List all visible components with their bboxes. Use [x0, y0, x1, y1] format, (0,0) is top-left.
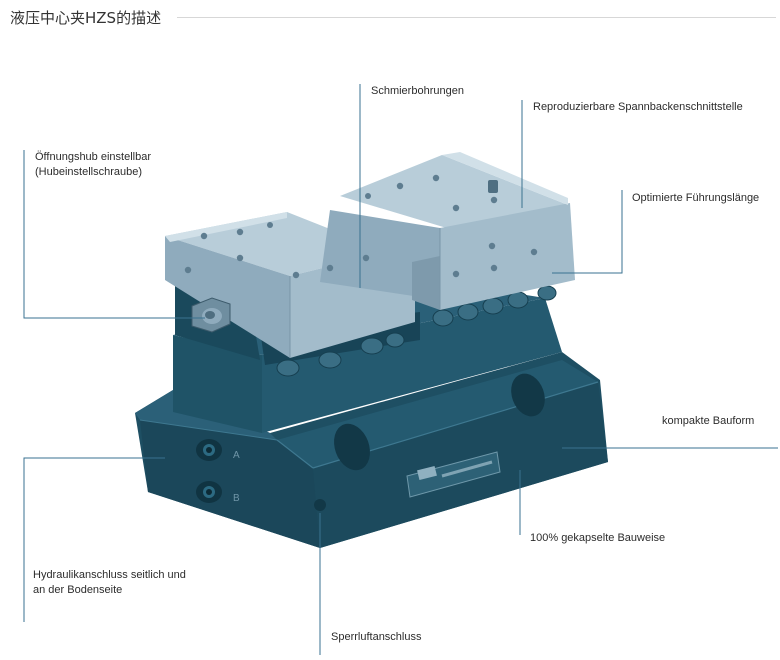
title-divider: [177, 17, 776, 18]
callout-hydraulikanschluss-line1: Hydraulikanschluss seitlich und: [33, 569, 186, 581]
callout-schmierbohrungen: Schmierbohrungen: [371, 84, 464, 99]
callout-gekapselte-bauweise: 100% gekapselte Bauweise: [530, 531, 665, 546]
port-label-a: A: [233, 450, 240, 461]
base-pocket-left: [334, 423, 370, 471]
port-label-b: B: [233, 493, 240, 504]
jaw-pin: [488, 180, 498, 193]
jaw-bolt-holes: [184, 174, 538, 279]
right-jaw: [320, 152, 575, 310]
callout-spannbacken-schnittstelle: Reproduzierbare Spannbackenschnittstelle: [533, 100, 743, 115]
nameplate: [406, 451, 501, 498]
sealing-air-port: [314, 499, 326, 511]
callout-schmierbohrungen-label: Schmierbohrungen: [371, 85, 464, 97]
callout-kompakte-bauform-label: kompakte Bauform: [662, 415, 755, 427]
base-pocket-right: [511, 373, 545, 417]
callout-sperrluftanschluss-label: Sperrluftanschluss: [331, 631, 422, 643]
callout-oeffnungshub-line1: Öffnungshub einstellbar: [35, 151, 151, 163]
callout-fuehrungslaenge-label: Optimierte Führungslänge: [632, 192, 760, 204]
leader-oeffnung: [23, 150, 205, 319]
callout-spannbacken-label: Reproduzierbare Spannbackenschnittstelle: [533, 101, 743, 113]
callout-gekapselte-bauweise-label: 100% gekapselte Bauweise: [530, 532, 666, 544]
hydraulic-port-b: [196, 481, 222, 503]
leader-fuehrung: [552, 190, 623, 274]
leader-hydraulik: [23, 457, 165, 622]
callout-kompakte-bauform: kompakte Bauform: [662, 414, 754, 429]
stroke-adjust-screw: [191, 297, 231, 333]
callout-oeffnungshub: Öffnungshub einstellbar (Hubeinstellschr…: [35, 150, 151, 180]
hydraulic-port-a: [196, 439, 222, 461]
leader-lines: [23, 84, 778, 655]
guide-rollers: [276, 285, 557, 377]
callout-hydraulikanschluss-line2: an der Bodenseite: [33, 584, 123, 596]
callout-sperrluftanschluss: Sperrluftanschluss: [331, 630, 422, 645]
callout-hydraulikanschluss: Hydraulikanschluss seitlich und an der B…: [33, 568, 186, 598]
callout-oeffnungshub-line2: (Hubeinstellschraube): [35, 166, 142, 178]
page-title: 液压中心夹HZS的描述: [10, 9, 162, 27]
callout-fuehrungslaenge: Optimierte Führungslänge: [632, 191, 759, 206]
